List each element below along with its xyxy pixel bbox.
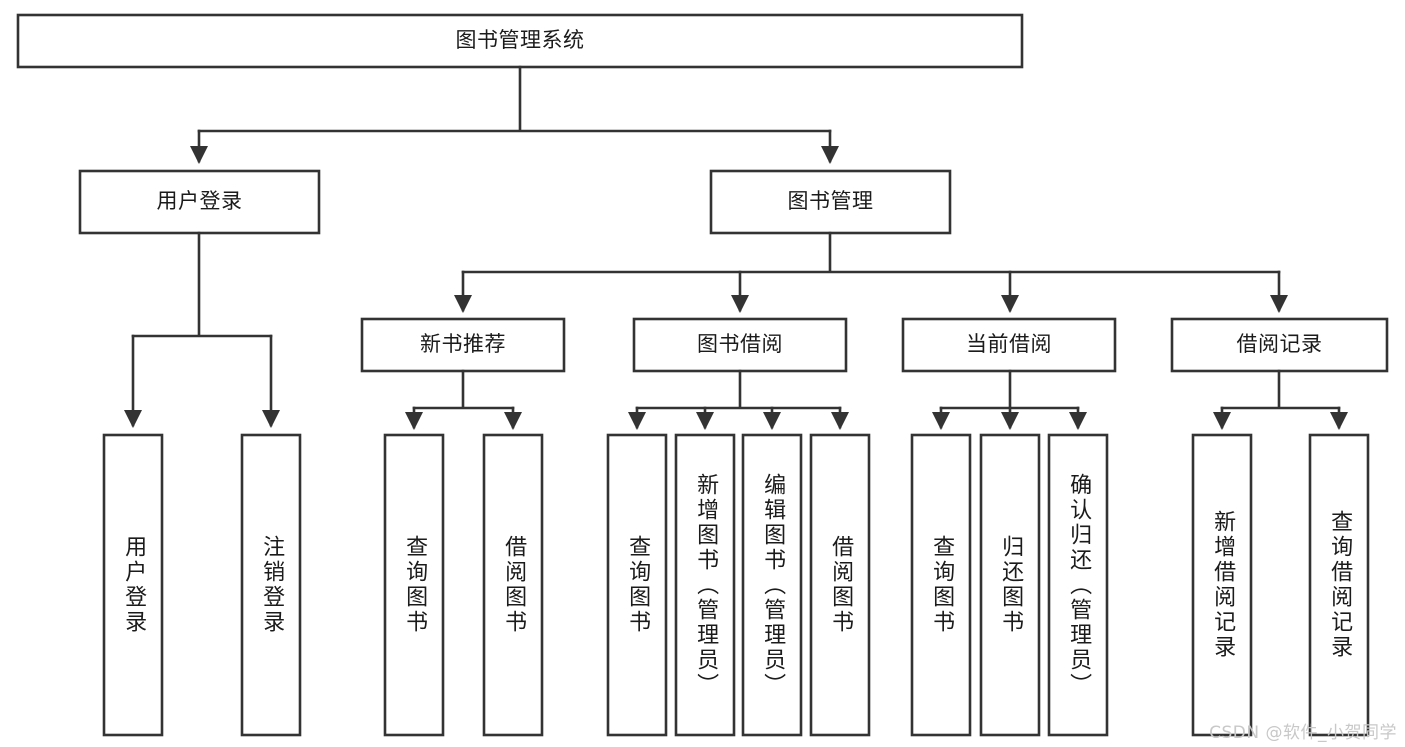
- node-box-leaf-user-login[interactable]: [102, 433, 164, 737]
- connector-book-manage-bus: [461, 231, 1281, 274]
- node-box-new-book-recommend[interactable]: [360, 317, 566, 373]
- node-box-leaf-return-book[interactable]: [979, 433, 1041, 737]
- node-box-leaf-query-record[interactable]: [1308, 433, 1370, 737]
- node-box-root[interactable]: [16, 13, 1024, 69]
- connector-book-borrow-bus: [635, 369, 842, 410]
- node-box-current-borrow[interactable]: [901, 317, 1117, 373]
- node-box-leaf-query-book-1[interactable]: [383, 433, 445, 737]
- node-box-leaf-add-record[interactable]: [1191, 433, 1253, 737]
- node-box-leaf-borrow-book-2[interactable]: [809, 433, 871, 737]
- node-box-book-manage[interactable]: [709, 169, 952, 235]
- node-box-book-borrow[interactable]: [632, 317, 848, 373]
- connector-root-bus: [197, 65, 832, 133]
- node-box-leaf-query-book-3[interactable]: [910, 433, 972, 737]
- node-box-user-login[interactable]: [78, 169, 321, 235]
- watermark-text: CSDN @软件_小贺同学: [1209, 723, 1397, 743]
- node-box-leaf-logout[interactable]: [240, 433, 302, 737]
- connector-user-login-bus: [131, 231, 273, 338]
- node-box-leaf-query-book-2[interactable]: [606, 433, 668, 737]
- node-box-leaf-edit-book[interactable]: [741, 433, 803, 737]
- node-box-leaf-confirm-return[interactable]: [1047, 433, 1109, 737]
- node-box-borrow-record[interactable]: [1170, 317, 1389, 373]
- connector-current-borrow-bus: [939, 369, 1080, 410]
- connector-borrow-record-bus: [1220, 369, 1341, 410]
- connector-new-book-bus: [412, 369, 515, 410]
- node-box-leaf-borrow-book-1[interactable]: [482, 433, 544, 737]
- node-box-leaf-add-book[interactable]: [674, 433, 736, 737]
